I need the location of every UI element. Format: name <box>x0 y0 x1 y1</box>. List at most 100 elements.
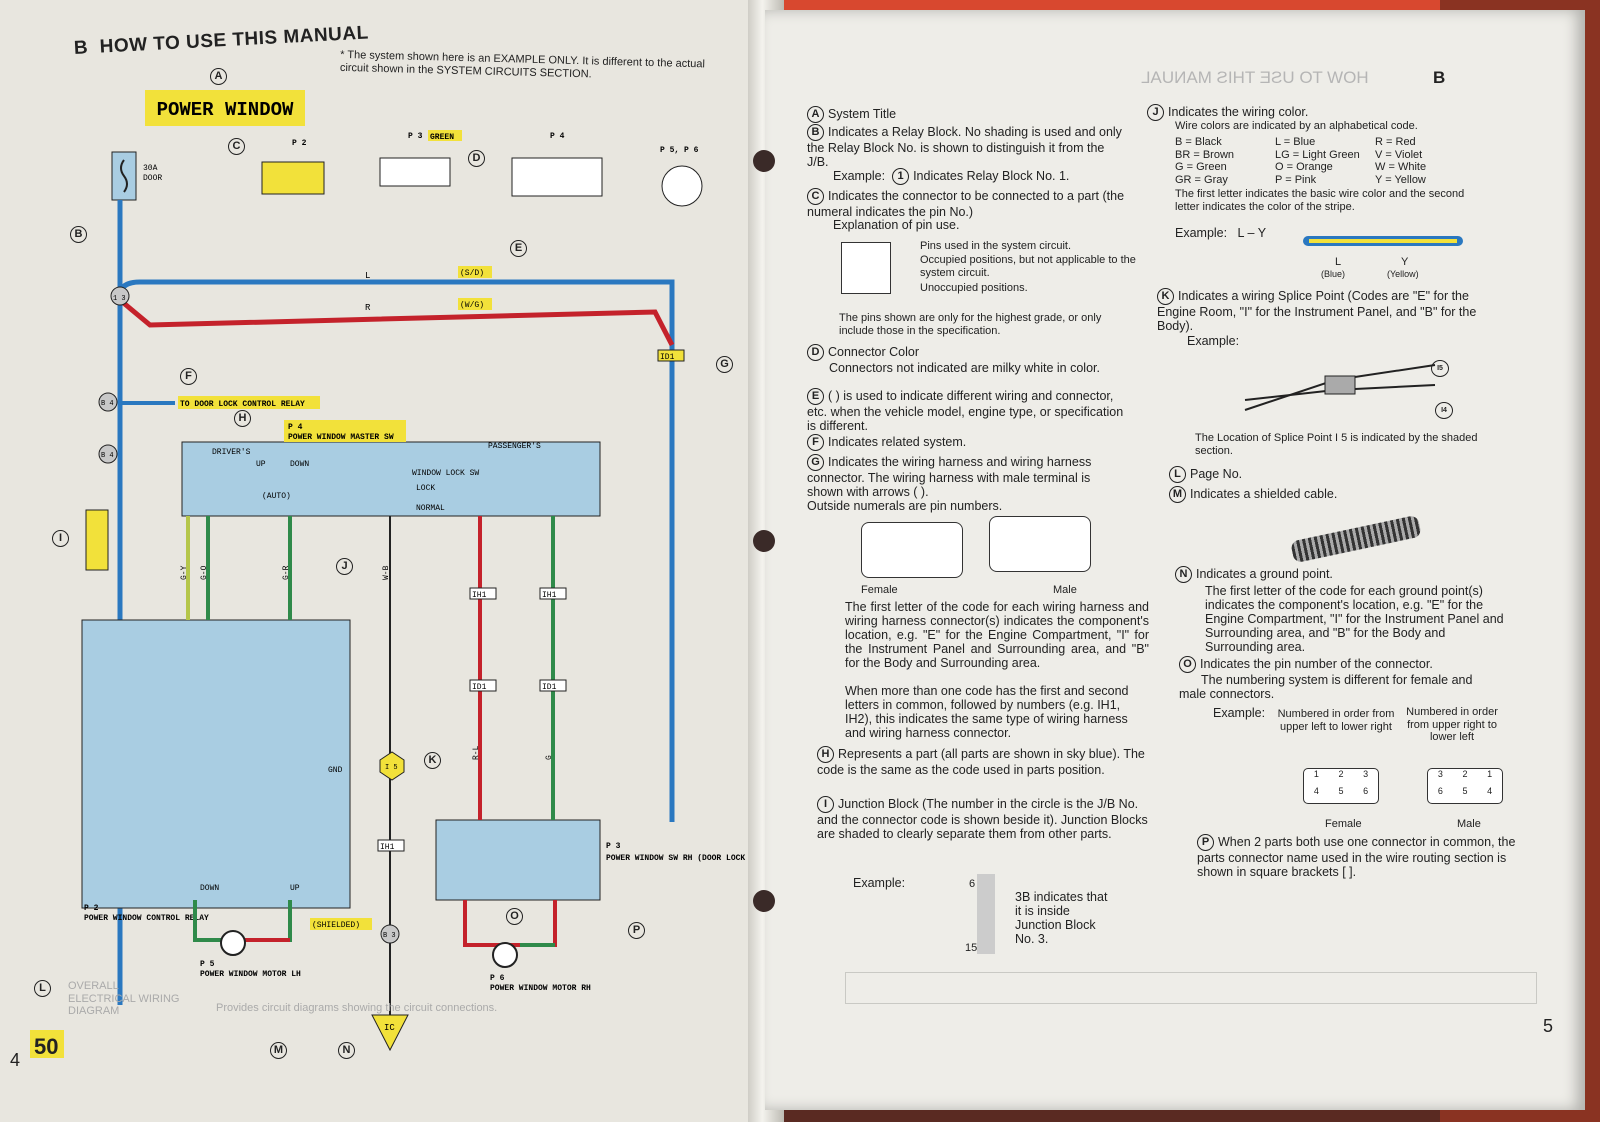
svg-text:TO DOOR LOCK CONTROL RELAY: TO DOOR LOCK CONTROL RELAY <box>180 400 305 409</box>
female-order: Numbered in order from upper left to low… <box>1277 708 1395 733</box>
marker-l: L <box>34 980 55 998</box>
right-header-mirrored: HOW TO USE THIS MANUAL <box>1141 68 1369 87</box>
svg-text:GND: GND <box>328 766 343 775</box>
svg-text:NORMAL: NORMAL <box>416 504 445 513</box>
marker-f: F <box>180 368 201 386</box>
marker-n: N <box>338 1042 359 1060</box>
wire-example-label: Example: L – Y <box>1175 226 1267 240</box>
svg-text:(AUTO): (AUTO) <box>262 492 291 501</box>
marker-d: D <box>468 150 489 168</box>
splice-i4-label: I4 <box>1435 402 1457 419</box>
item-e: E( ) is used to indicate different wirin… <box>807 388 1124 433</box>
splice-point-drawing <box>1235 360 1445 420</box>
svg-text:P 3: P 3 <box>408 132 423 141</box>
svg-text:DOOR: DOOR <box>143 174 162 183</box>
color-b: B = Black <box>1175 136 1222 148</box>
color-gr: GR = Gray <box>1175 173 1228 186</box>
pin-diagram <box>841 242 891 294</box>
color-br: BR = Brown <box>1175 148 1235 161</box>
marker-a: A <box>210 68 231 86</box>
item-c-explanation: Explanation of pin use. <box>833 218 960 232</box>
left-page: B HOW TO USE THIS MANUAL * The system sh… <box>0 0 770 1122</box>
svg-text:G-Y: G-Y <box>180 565 189 580</box>
marker-b: B <box>70 226 91 244</box>
g-code-note-2: When more than one code has the first an… <box>845 684 1129 740</box>
marker-e: E <box>510 240 531 258</box>
item-i-example-label: Example: <box>853 876 906 890</box>
female-pin-label: Female <box>1325 818 1362 830</box>
svg-text:I 5: I 5 <box>385 764 398 772</box>
svg-text:P 2: P 2 <box>292 139 307 148</box>
color-y: Y = Yellow <box>1375 173 1426 186</box>
svg-text:POWER WINDOW MOTOR LH: POWER WINDOW MOTOR LH <box>200 970 301 979</box>
faded-table <box>845 972 1537 1004</box>
svg-text:30A: 30A <box>143 164 158 173</box>
system-title: POWER WINDOW <box>157 99 294 121</box>
page-tab-number: 50 <box>34 1034 59 1059</box>
wire-letter-y: Y <box>1401 256 1409 268</box>
marker-j: J <box>336 558 357 576</box>
marker-m: M <box>270 1042 291 1060</box>
item-k-example: Example: <box>1187 334 1240 348</box>
female-label: Female <box>861 584 898 596</box>
right-page-number: 5 <box>1543 1016 1554 1036</box>
wire-color-note: The first letter indicates the basic wir… <box>1175 188 1465 213</box>
color-p: P = Pink <box>1275 173 1317 186</box>
left-page-number: 4 <box>10 1050 21 1070</box>
svg-text:L: L <box>365 271 370 281</box>
svg-text:1 3: 1 3 <box>113 295 126 303</box>
overall-wiring-ghost: OVERALL ELECTRICAL WIRING DIAGRAM <box>68 980 180 1017</box>
male-pin-label: Male <box>1457 818 1481 830</box>
svg-text:ID1: ID1 <box>660 353 675 362</box>
pin-number-example-label: Example: <box>1213 706 1266 720</box>
jb-pin-6: 6 <box>969 878 976 890</box>
marker-p: P <box>628 922 649 940</box>
svg-text:DRIVER'S: DRIVER'S <box>212 448 251 457</box>
svg-text:R-L: R-L <box>472 745 481 760</box>
svg-text:G-O: G-O <box>200 565 209 580</box>
wire-example-graphic <box>1303 236 1463 246</box>
svg-text:LOCK: LOCK <box>416 484 435 493</box>
svg-text:B 4: B 4 <box>101 400 114 408</box>
pin-note: The pins shown are only for the highest … <box>839 312 1102 337</box>
color-lg: LG = Light Green <box>1275 148 1360 161</box>
color-g: G = Green <box>1175 161 1227 173</box>
svg-text:DOWN: DOWN <box>290 460 309 469</box>
svg-text:P 4: P 4 <box>550 132 565 141</box>
splice-note: The Location of Splice Point I 5 is indi… <box>1195 432 1478 457</box>
marker-g: G <box>716 356 737 374</box>
svg-text:G-R: G-R <box>282 565 291 580</box>
svg-text:POWER WINDOW MOTOR RH: POWER WINDOW MOTOR RH <box>490 984 591 993</box>
marker-c: C <box>228 138 249 156</box>
svg-text:(SHIELDED): (SHIELDED) <box>312 921 360 930</box>
pin-unoccupied: Unoccupied positions. <box>920 282 1028 294</box>
svg-text:PASSENGER'S: PASSENGER'S <box>488 442 541 451</box>
color-o: O = Orange <box>1275 161 1333 173</box>
marker-i: I <box>52 530 73 548</box>
svg-text:P 4: P 4 <box>288 423 303 432</box>
svg-text:IH1: IH1 <box>542 591 557 600</box>
color-w: W = White <box>1375 161 1427 173</box>
right-section-letter: B <box>1433 68 1446 87</box>
marker-h: H <box>234 410 255 428</box>
g-code-note: The first letter of the code for each wi… <box>845 600 1149 670</box>
shielded-cable-drawing <box>1290 514 1422 564</box>
male-order: Numbered in order from upper right to lo… <box>1406 706 1498 743</box>
wire-yellow-label: (Yellow) <box>1387 269 1419 279</box>
svg-text:P 5: P 5 <box>200 960 215 969</box>
svg-text:IH1: IH1 <box>472 591 487 600</box>
item-i-example: 3B indicates that it is inside Junction … <box>1015 890 1108 946</box>
